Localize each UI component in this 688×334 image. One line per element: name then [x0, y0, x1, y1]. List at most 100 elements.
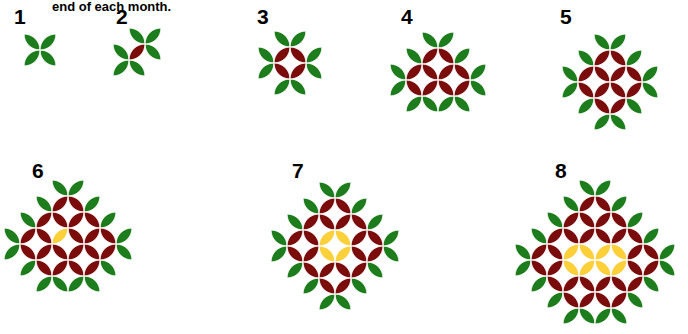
red-petal	[129, 44, 145, 60]
red-petal	[626, 66, 642, 82]
green-leaf	[36, 276, 52, 292]
red-petal	[547, 244, 563, 260]
red-petal	[68, 228, 84, 244]
red-petal	[36, 228, 52, 244]
flower-figure	[562, 34, 658, 130]
red-petal	[611, 276, 627, 292]
green-leaf	[515, 260, 531, 276]
red-petal	[594, 98, 610, 114]
green-leaf	[319, 182, 335, 198]
green-leaf	[271, 246, 287, 262]
red-petal	[438, 48, 454, 64]
red-petal	[36, 244, 52, 260]
yellow-petal	[335, 230, 351, 246]
green-leaf	[100, 260, 116, 276]
green-leaf	[626, 50, 642, 66]
green-leaf	[36, 196, 52, 212]
green-leaf	[579, 180, 595, 196]
green-leaf	[287, 214, 303, 230]
red-petal	[290, 47, 306, 63]
figure-number: 1	[14, 6, 26, 27]
red-petal	[36, 260, 52, 276]
red-petal	[319, 198, 335, 214]
red-petal	[595, 228, 611, 244]
red-petal	[579, 228, 595, 244]
green-leaf	[611, 196, 627, 212]
green-leaf	[319, 294, 335, 310]
yellow-petal	[595, 244, 611, 260]
red-petal	[563, 292, 579, 308]
red-petal	[579, 196, 595, 212]
red-petal	[335, 214, 351, 230]
red-petal	[594, 50, 610, 66]
red-petal	[579, 276, 595, 292]
green-leaf	[351, 198, 367, 214]
flower-figure	[113, 28, 161, 76]
green-leaf	[562, 66, 578, 82]
red-petal	[547, 260, 563, 276]
red-petal	[595, 292, 611, 308]
red-petal	[287, 246, 303, 262]
green-leaf	[531, 228, 547, 244]
green-leaf	[258, 47, 274, 63]
red-petal	[52, 212, 68, 228]
red-petal	[36, 212, 52, 228]
green-leaf	[627, 292, 643, 308]
yellow-petal	[52, 228, 68, 244]
green-leaf	[20, 260, 36, 276]
red-petal	[594, 66, 610, 82]
red-petal	[438, 80, 454, 96]
red-petal	[351, 262, 367, 278]
flower-figure	[271, 182, 399, 310]
green-leaf	[367, 262, 383, 278]
green-leaf	[335, 182, 351, 198]
red-petal	[643, 244, 659, 260]
red-petal	[287, 230, 303, 246]
green-leaf	[642, 66, 658, 82]
green-leaf	[642, 82, 658, 98]
green-leaf	[515, 244, 531, 260]
yellow-petal	[611, 244, 627, 260]
yellow-petal	[595, 260, 611, 276]
red-petal	[303, 246, 319, 262]
green-leaf	[303, 278, 319, 294]
green-leaf	[287, 262, 303, 278]
red-petal	[290, 63, 306, 79]
red-petal	[643, 260, 659, 276]
green-leaf	[129, 28, 145, 44]
green-leaf	[579, 308, 595, 324]
green-leaf	[406, 96, 422, 112]
green-leaf	[145, 28, 161, 44]
flower-figure	[24, 34, 56, 66]
green-leaf	[20, 212, 36, 228]
green-leaf	[594, 34, 610, 50]
yellow-petal	[579, 244, 595, 260]
green-leaf	[390, 64, 406, 80]
green-leaf	[113, 60, 129, 76]
green-leaf	[116, 228, 132, 244]
yellow-petal	[579, 260, 595, 276]
green-leaf	[303, 198, 319, 214]
green-leaf	[470, 64, 486, 80]
red-petal	[531, 260, 547, 276]
green-leaf	[611, 308, 627, 324]
figure-number: 4	[401, 6, 413, 27]
flower-figure	[4, 180, 132, 292]
green-leaf	[351, 278, 367, 294]
green-leaf	[113, 44, 129, 60]
green-leaf	[547, 292, 563, 308]
green-leaf	[390, 80, 406, 96]
green-leaf	[24, 50, 40, 66]
figure-number: 7	[292, 160, 304, 181]
yellow-petal	[319, 246, 335, 262]
red-petal	[274, 47, 290, 63]
yellow-petal	[563, 244, 579, 260]
green-leaf	[40, 50, 56, 66]
green-leaf	[383, 230, 399, 246]
green-leaf	[290, 79, 306, 95]
green-leaf	[531, 276, 547, 292]
green-leaf	[406, 48, 422, 64]
green-leaf	[594, 114, 610, 130]
red-petal	[610, 98, 626, 114]
